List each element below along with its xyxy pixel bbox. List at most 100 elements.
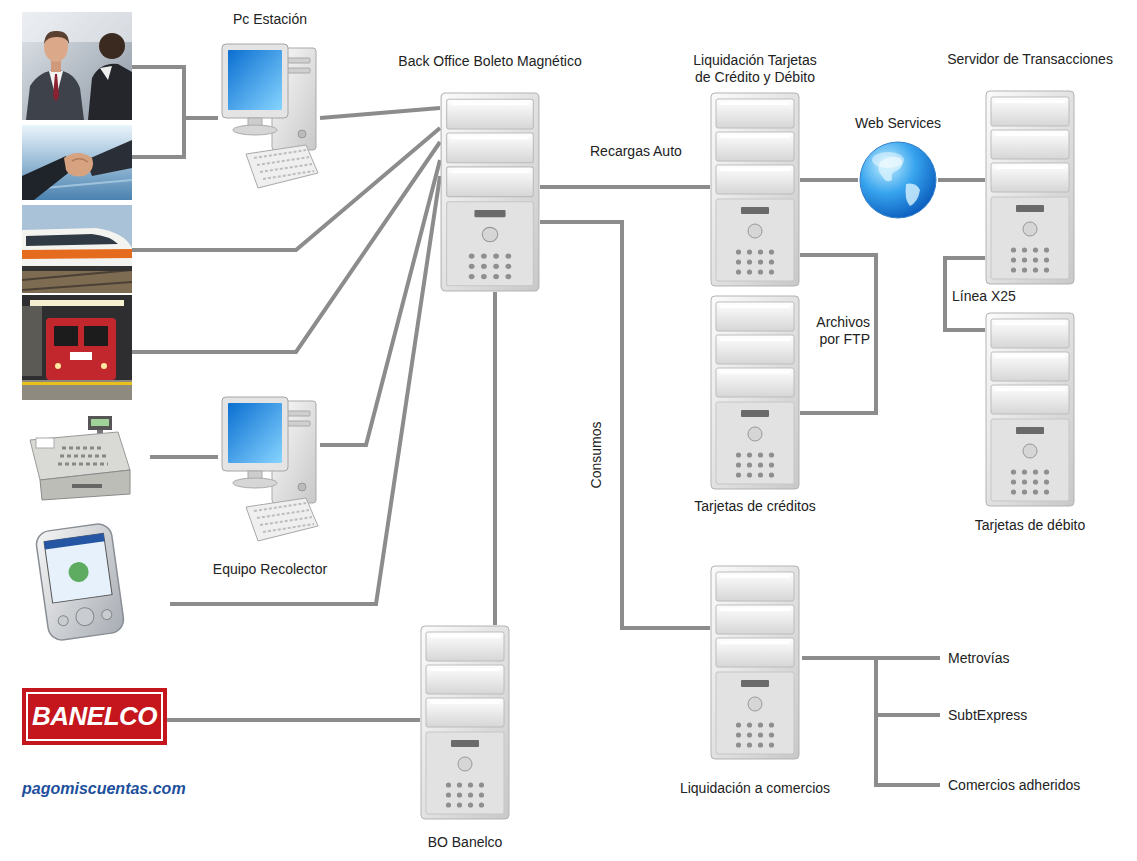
station [22,295,132,400]
handshake-photo [22,125,132,200]
globe-icon [858,140,938,220]
vent-dot [769,742,774,747]
vent-dot [1022,267,1027,272]
continent [906,184,921,206]
vent-dot [758,732,763,737]
vent-dot [505,253,511,258]
pda-button [101,609,112,620]
disk-slot [1016,427,1044,434]
server-case [711,296,799,489]
vent-dot [1011,267,1016,272]
bay-lip [995,322,1065,325]
server: Liquidación Tarjetas de Crédito y Débito [710,92,800,287]
server-icon [710,92,800,287]
bay-lip [451,102,529,105]
server: Tarjetas de débito [985,312,1075,507]
workstation: Pc Estación [220,42,320,192]
wire [170,176,440,604]
pda-button [75,606,95,626]
vent-dot [747,259,752,264]
connector-label: Archivos por FTP [804,314,872,348]
train-windows [26,234,118,246]
vent-dot [479,802,484,807]
drive-bay [716,99,794,128]
vent-dot [736,249,741,254]
monitor-base [233,478,277,488]
drive-bay [991,163,1069,192]
connector [320,160,440,445]
server-case [711,566,799,759]
vent-dot [736,452,741,457]
bay-lip [451,170,529,173]
server-case [711,93,799,286]
vent-dot [1044,247,1049,252]
vent-dot [769,452,774,457]
vent-dot [481,274,487,279]
drive-bay [426,632,504,661]
vent-dot [758,472,763,477]
business-photo [22,12,132,120]
vent-dot [1011,247,1016,252]
vent-dot [769,462,774,467]
bay-lip [430,668,500,671]
wire [132,142,440,352]
connector [540,185,710,189]
connector-label: Recargas Auto [588,143,684,160]
front-panel [991,419,1069,501]
connector-label: Consumos [588,420,605,491]
server-icon [710,565,800,760]
vent-dot [446,792,451,797]
vent-dot [1044,479,1049,484]
bay-lip [430,701,500,704]
connector [540,222,710,628]
bay-lip [720,371,790,374]
keys [254,150,314,179]
branch-wire [802,658,940,785]
bay-lip [720,135,790,138]
power-button [748,224,762,238]
server: Servidor de Transacciones [985,90,1075,285]
server: Tarjetas de créditos [710,295,800,490]
connector [800,255,876,413]
vent-dot [493,253,499,258]
server-icon [420,625,510,820]
vent-dot [758,259,763,264]
drive-bay [716,638,794,667]
web-service: Web Services [858,140,938,220]
vent-dot [747,732,752,737]
pc-icon [220,395,320,545]
vent-dot [1033,247,1038,252]
merchant-label: SubtExpress [948,707,1027,724]
vent-dot [469,253,475,258]
headlight [55,363,61,369]
vent-dot [758,452,763,457]
wire [132,67,218,157]
connector [493,292,497,625]
workstation: Equipo Recolector [220,395,320,545]
pda-screen [44,533,112,603]
bay-lip [995,388,1065,391]
drive-bay [716,335,794,364]
pda-case [35,522,126,642]
power-button [298,130,306,138]
keys [58,448,108,464]
vent-dot [736,472,741,477]
node-label: Servidor de Transacciones [947,51,1113,68]
node-label: Web Services [855,115,941,132]
bay-lip [995,355,1065,358]
vent-dot [747,472,752,477]
bay-lip [995,100,1065,103]
keys [254,503,314,532]
node-label: Back Office Boleto Magnético [398,53,581,70]
person-suit [88,64,132,120]
photo-ground [22,125,132,200]
server-icon [985,90,1075,285]
vent-dot [1011,469,1016,474]
front-panel [991,197,1069,279]
vent-dot [736,259,741,264]
vent-dot [479,782,484,787]
wall [22,306,42,376]
title-bar [44,533,105,549]
vent-dot [1022,479,1027,484]
vent-dot [769,269,774,274]
